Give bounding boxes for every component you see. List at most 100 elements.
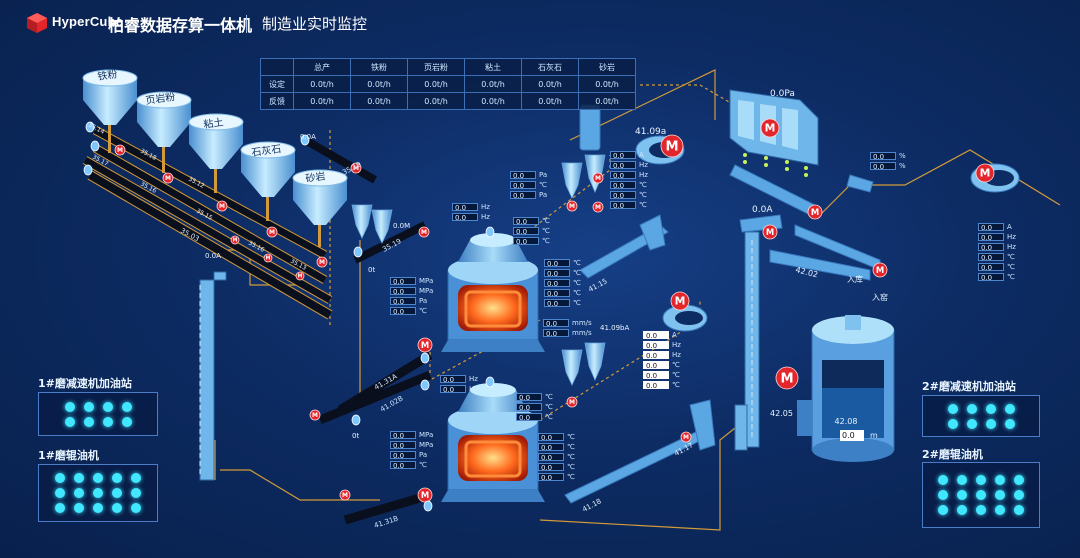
indicator-light [947,403,958,414]
indicator-light [121,416,132,427]
svg-text:M: M [298,274,303,280]
reading-unit: MPa [419,276,434,285]
motor-icon: M [418,226,430,238]
reading-unit: Hz [1007,242,1016,251]
diagram-label: 41.09bA [600,324,629,332]
reading-row: 0.0℃ [978,262,1016,272]
indicator-light [957,505,967,515]
svg-text:M: M [353,165,359,172]
reading-unit: ℃ [573,278,581,287]
reading-row: 0.0℃ [978,252,1016,262]
reading-row: 0.0℃ [544,288,581,298]
hopper-limestone [240,141,296,197]
motor-icon: M [670,291,690,311]
motor-icon: M [216,200,228,212]
header-divider [246,15,247,33]
table-row: 反馈 0.0t/h 0.0t/h 0.0t/h 0.0t/h 0.0t/h 0.… [260,92,636,110]
reading-row: 0.0℃ [544,298,581,308]
indicator-light [64,401,75,412]
sensor-node [85,121,95,133]
reading-value: 0.0 [513,236,539,246]
reading-unit: ℃ [1007,252,1015,261]
reading-value: 0.0 [390,276,416,286]
svg-text:M: M [595,204,601,211]
diagram-label: 42.05 [770,409,793,418]
reading-unit: % [899,151,906,160]
reading-unit: Pa [539,190,548,199]
reading-row: 0.0℃ [544,268,581,278]
svg-text:M: M [269,229,275,236]
reading-value: 0.0 [610,170,636,180]
indicator-light [976,490,986,500]
svg-text:M: M [675,295,686,308]
reading-unit: ℃ [567,462,575,471]
reading-unit: MPa [419,440,434,449]
reading-unit: Hz [469,374,478,383]
reading-row: 0.0℃ [516,402,553,412]
reading-value: 0.0 [538,462,564,472]
reading-value: 0.0 [510,190,536,200]
table-cell: 0.0t/h [464,92,522,110]
reading-row: 0.0℃ [643,370,681,380]
motor-icon: M [316,256,328,268]
reading-value: 0.0 [610,180,636,190]
diagram-label: 入库 [847,274,863,284]
diagram-label: 铁粉 [97,67,119,83]
indicator-light [1014,475,1024,485]
reading-value: 0.0 [643,330,669,340]
motor-icon: M [660,134,684,158]
diagram-label: 0.0A [300,133,316,141]
motor-icon: M [295,271,305,281]
indicator-light [55,503,65,513]
reading-value: 0.0 [643,340,669,350]
svg-text:M: M [319,259,325,266]
reading-row: 0.0℃ [516,412,553,422]
reading-row: 0.0℃ [610,200,648,210]
reading-value: 0.0 [390,430,416,440]
indicator-light [966,403,977,414]
diagram-label: 砂岩 [305,169,327,185]
reading-value: 0.0 [610,150,636,160]
reading-row: 0.0℃ [643,380,681,390]
reading-row: 0.0℃ [390,306,433,316]
indicator-light [985,403,996,414]
table-cell: 0.0t/h [521,92,579,110]
svg-text:M: M [595,175,601,182]
motor-icon: M [114,144,126,156]
motor-icon: M [266,226,278,238]
motor-icon: M [566,396,578,408]
indicator-light [947,418,958,429]
reading-value: 0.0 [538,472,564,482]
reading-row: 0.0℃ [538,432,575,442]
indicator-light [83,416,94,427]
reading-row: 0.0℃ [610,190,648,200]
production-rate-table: 总产 铁粉 页岩粉 粘土 石灰石 砂岩 设定 0.0t/h 0.0t/h 0.0… [260,58,636,110]
svg-text:M: M [569,203,575,210]
station-title-1: 1#磨减速机加油站 [38,377,132,390]
indicator-light [995,505,1005,515]
reading-unit: ℃ [545,412,553,421]
sensor-node [485,226,495,238]
reading-value: 0.0 [544,278,570,288]
sensor-node [300,134,310,146]
reading-value: 0.0 [510,170,536,180]
table-cell: 0.0t/h [350,75,408,93]
sensor-node [90,140,100,152]
motor-icon: M [760,118,780,138]
motor-icon: M [309,409,321,421]
diagram-label: 粘土 [203,115,225,131]
reading-value: 0.0 [978,272,1004,282]
sensor-node [423,500,433,512]
reading-unit: ℃ [1007,272,1015,281]
reading-unit: ℃ [672,380,680,389]
